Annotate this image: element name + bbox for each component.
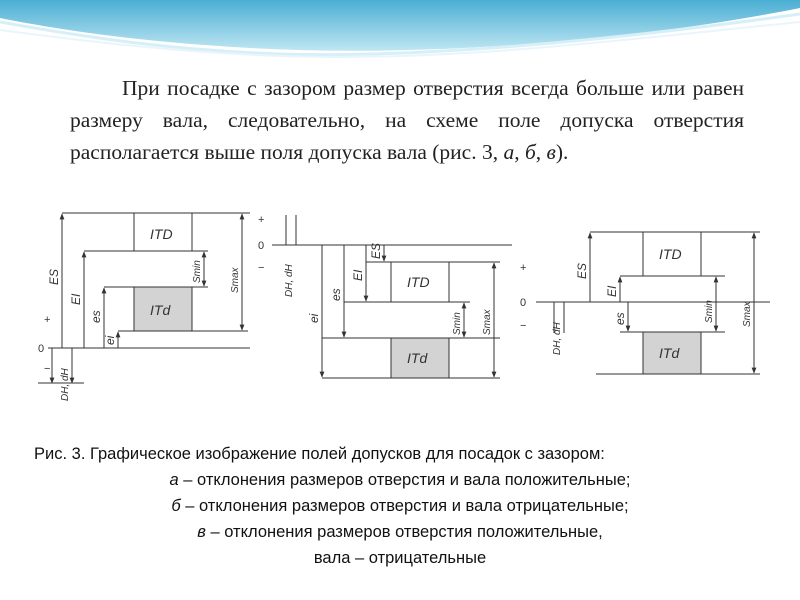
paragraph-line-3: схеме поле допуска отверстия располагает… [70,108,745,164]
label-smax-v: Smax [742,300,753,327]
paragraph-line-4-prefix: допуска вала (рис. 3, [308,140,504,164]
label-smin-v: Smin [704,300,715,323]
hole-tolerance-label-a: ITD [150,226,173,242]
decorative-wave-header [0,0,800,59]
figure-b [272,215,512,379]
caption-letter-v: в [197,523,206,541]
plus-sign-v: + [520,262,526,274]
figure-caption: Рис. 3. Графическое изображение полей до… [0,441,800,571]
shaft-tolerance-box-b [390,337,450,379]
minus-sign-b: − [258,262,264,274]
figure-ref-sep-2: , [535,140,547,164]
zero-label-v: 0 [520,297,526,309]
figure-a [38,212,250,384]
paragraph-line-4: допуска вала (рис. 3, а, б, в). [308,140,568,164]
label-ei-low-a: ei [103,335,117,345]
caption-letter-a: а [169,471,179,489]
label-ei-low-b: ei [307,313,321,323]
label-smax-a: Smax [230,266,241,293]
minus-sign-v: − [520,320,526,332]
label-nominal-a: DH, dH [60,367,71,401]
figure-v [536,231,770,375]
caption-text-b: – отклонения размеров отверстия и вала о… [180,497,629,515]
shaft-tolerance-label-v: ITd [659,345,680,361]
label-es-a: ES [47,269,61,285]
caption-item-v-cont: вала – отрицательные [313,549,487,567]
shaft-tolerance-box-v [642,331,702,375]
tolerance-diagrams: ITD ITd + 0 − ES EI es ei Smin Smax DH, … [38,212,770,401]
label-es-low-a: es [89,310,103,323]
hole-tolerance-label-v: ITD [659,246,682,262]
zero-label-b: 0 [258,240,264,252]
figure-ref-b: б [524,140,536,164]
paragraph-line-4-suffix: ). [555,140,569,164]
label-es-b: ES [369,243,383,259]
label-es-low-v: es [613,312,627,325]
label-smin-a: Smin [192,260,203,283]
label-ei-cap-a: EI [69,293,83,305]
caption-item-a: а – отклонения размеров отверстия и вала… [0,467,800,493]
shaft-tolerance-label-b: ITd [407,350,428,366]
hole-tolerance-box-v [642,231,702,277]
caption-text-a: – отклонения размеров отверстия и вала п… [178,471,631,489]
label-smax-b: Smax [482,308,493,335]
figure-ref-sep-1: , [514,140,525,164]
plus-sign-a: + [44,314,50,326]
zero-label-a: 0 [38,343,44,355]
label-ei-cap-b: EI [351,269,365,281]
label-es-v: ES [575,263,589,279]
explanation-paragraph: При посадке с зазором размер отверстия в… [70,72,744,168]
shaft-tolerance-label-a: ITd [150,302,171,318]
label-ei-cap-v: EI [605,285,619,297]
caption-item-b: б – отклонения размеров отверстия и вала… [0,493,800,519]
hole-tolerance-box-b [390,261,450,303]
label-nominal-b: DH, dH [284,263,295,297]
paragraph-line-2: больше или равен размеру вала, следовате… [70,76,745,132]
hole-tolerance-label-b: ITD [407,274,430,290]
figure-ref-v: в [546,140,556,164]
hole-tolerance-box-a [133,212,193,252]
paragraph-line-1: При посадке с зазором размер отверстия в… [122,76,569,100]
plus-sign-b: + [258,214,264,226]
caption-item-v: в – отклонения размеров отверстия положи… [0,519,800,545]
label-nominal-v: DH, dH [552,321,563,355]
label-es-low-b: es [329,288,343,301]
label-smin-b: Smin [452,312,463,335]
caption-text-v: – отклонения размеров отверстия положите… [205,523,603,541]
shaft-tolerance-box-a [133,286,193,332]
caption-letter-b: б [171,497,181,515]
figure-ref-a: а [503,140,515,164]
minus-sign-a: − [44,363,50,375]
caption-title: Рис. 3. Графическое изображение полей до… [34,445,605,463]
